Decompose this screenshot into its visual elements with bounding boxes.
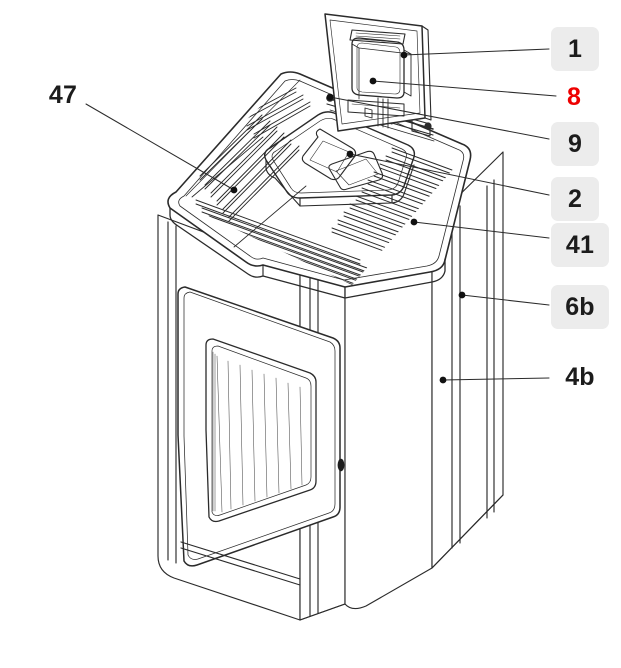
leader-41 bbox=[413, 221, 550, 239]
leader-dots bbox=[230, 51, 466, 384]
leader-dot-9 bbox=[326, 93, 334, 101]
leader-8 bbox=[372, 80, 557, 97]
cook-plate-assembly bbox=[263, 111, 416, 207]
callout-label-4b[interactable]: 4b bbox=[565, 362, 595, 391]
leader-4b bbox=[442, 377, 550, 381]
callout-label-47[interactable]: 47 bbox=[48, 80, 78, 109]
stove-door bbox=[177, 286, 345, 567]
callout-label-9[interactable]: 9 bbox=[551, 122, 599, 166]
leader-dot-6b bbox=[458, 291, 466, 299]
leader-dot-2 bbox=[346, 150, 354, 158]
callout-label-41[interactable]: 41 bbox=[551, 223, 609, 267]
leader-dot-8 bbox=[369, 77, 377, 85]
callout-label-6b[interactable]: 6b bbox=[551, 285, 609, 329]
leader-47 bbox=[85, 103, 235, 191]
leader-6b bbox=[461, 294, 550, 306]
leader-lines bbox=[85, 48, 557, 381]
top-lid-panel bbox=[324, 13, 432, 132]
top-grille-plate bbox=[167, 71, 472, 299]
leader-dot-1 bbox=[400, 51, 408, 59]
callout-label-2[interactable]: 2 bbox=[551, 177, 599, 221]
leader-dot-4b bbox=[439, 376, 447, 384]
leader-dot-41 bbox=[410, 218, 418, 226]
grille-slots-left bbox=[199, 114, 300, 222]
leader-2 bbox=[349, 153, 550, 196]
leader-dot-47 bbox=[230, 186, 238, 194]
callout-label-1[interactable]: 1 bbox=[551, 27, 599, 71]
ash-drawer-seam bbox=[180, 541, 301, 586]
callout-label-8[interactable]: 8 bbox=[566, 82, 582, 111]
leader-1 bbox=[403, 48, 550, 56]
leader-9 bbox=[329, 96, 550, 140]
